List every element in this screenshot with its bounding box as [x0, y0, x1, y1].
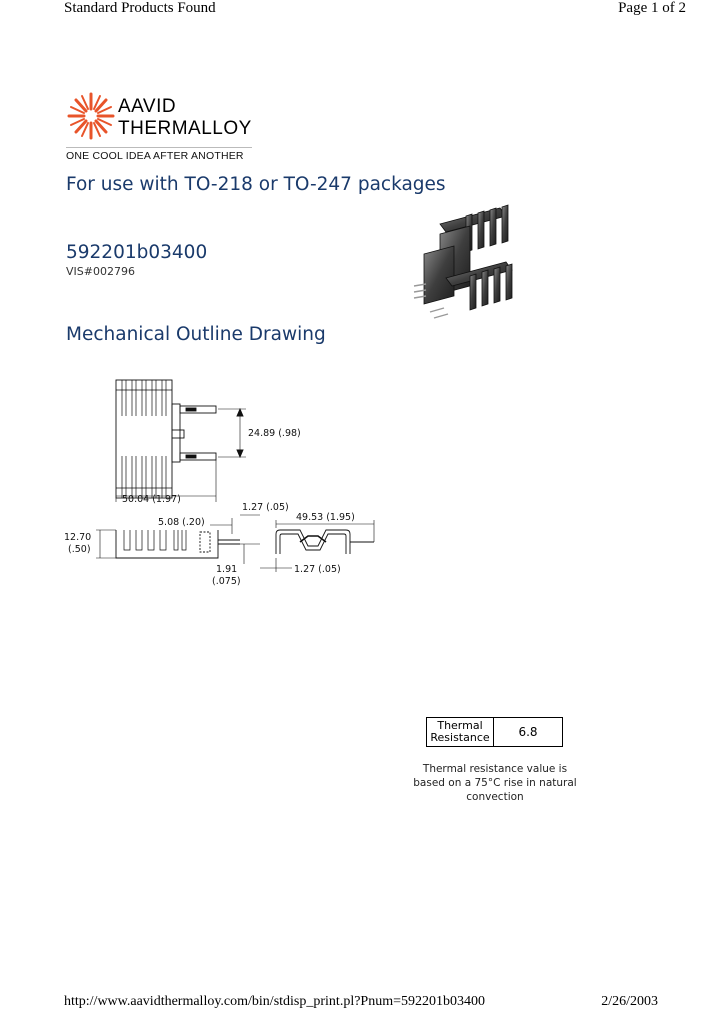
footer-date: 2/26/2003 — [601, 994, 658, 1009]
vis-number: VIS#002796 — [66, 265, 135, 278]
dim-height-label: 24.89 (.98) — [248, 428, 301, 439]
thermal-label-line2: Resistance — [430, 731, 490, 744]
dim-body-height-inch-label: (.50) — [68, 544, 91, 555]
side-view — [260, 520, 375, 572]
tagline-divider — [66, 147, 252, 148]
part-number: 592201b03400 — [66, 242, 208, 263]
thermal-label-line1: Thermal — [437, 719, 483, 732]
thermal-note-line2: based on a 75°C rise in natural — [413, 777, 577, 789]
thermal-note-line3: convection — [466, 791, 524, 803]
thermal-resistance-table: Thermal Resistance 6.8 — [426, 717, 563, 747]
table-row: Thermal Resistance 6.8 — [426, 717, 563, 747]
dim-side-thickness-label: 1.27 (.05) — [294, 564, 341, 575]
header-page-number: Page 1 of 2 — [618, 0, 686, 16]
heatsink-photo — [410, 204, 530, 329]
thermal-note: Thermal resistance value is based on a 7… — [412, 762, 578, 804]
thermal-resistance-label: Thermal Resistance — [426, 717, 494, 747]
aavid-logo: AAVID THERMALLOY — [64, 88, 264, 151]
dim-body-height-label: 12.70 — [64, 532, 91, 543]
drawing-title: Mechanical Outline Drawing — [66, 324, 326, 345]
dim-width-label: 50.04 (1.97) — [122, 494, 181, 505]
logo-word-thermalloy: THERMALLOY — [118, 118, 252, 139]
front-view — [96, 514, 260, 564]
dim-tab-top-label: 1.27 (.05) — [242, 502, 289, 513]
logo-word-aavid: AAVID — [118, 96, 176, 117]
thermal-note-line1: Thermal resistance value is — [422, 763, 568, 775]
footer-url: http://www.aavidthermalloy.com/bin/stdis… — [64, 994, 485, 1009]
header-title: Standard Products Found — [64, 0, 216, 16]
logo-tagline: ONE COOL IDEA AFTER ANOTHER — [66, 150, 244, 162]
sunburst-logo-icon: AAVID THERMALLOY — [67, 92, 252, 140]
dim-slot-label: 5.08 (.20) — [158, 517, 205, 528]
product-heading: For use with TO-218 or TO-247 packages — [66, 174, 446, 195]
top-view — [115, 379, 246, 502]
mechanical-outline-drawing: 24.89 (.98) 50.04 (1.97) — [60, 368, 390, 603]
dim-side-width-label: 49.53 (1.95) — [296, 512, 355, 523]
dim-pin-label: 1.91 — [216, 564, 237, 575]
dim-pin-inch-label: (.075) — [212, 576, 241, 587]
thermal-resistance-value: 6.8 — [493, 717, 563, 747]
